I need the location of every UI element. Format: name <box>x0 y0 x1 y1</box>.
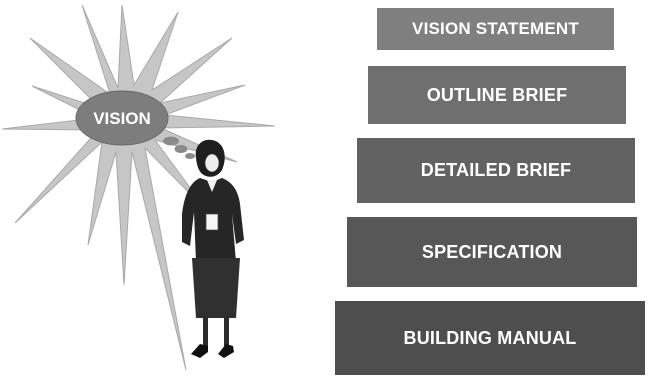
step-specification: SPECIFICATION <box>347 217 637 287</box>
woman-figure-icon <box>182 139 244 358</box>
thought-bubble-3 <box>185 153 195 159</box>
step-outline-brief: OUTLINE BRIEF <box>368 66 626 124</box>
step-building-manual: BUILDING MANUAL <box>335 301 645 375</box>
step-detailed-brief: DETAILED BRIEF <box>357 138 635 203</box>
step-vision-statement: VISION STATEMENT <box>377 8 614 50</box>
vision-bubble <box>75 90 169 146</box>
vision-label: VISION <box>93 109 151 128</box>
thought-bubble-1 <box>163 136 179 146</box>
thought-bubble-2 <box>174 145 188 153</box>
